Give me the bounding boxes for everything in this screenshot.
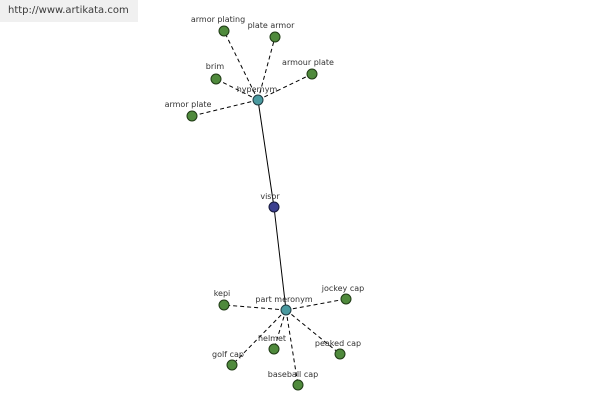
edge-hypernym-armour-plate	[257, 73, 313, 101]
labels: visor hypernym part meronym armor platin…	[165, 15, 365, 379]
edge-part-meronym-kepi	[223, 304, 287, 311]
edge-visor-part-meronym	[273, 206, 287, 311]
edge-part-meronym-baseball-cap	[285, 309, 299, 386]
edge-part-meronym-jockey-cap	[285, 298, 347, 311]
edge-hypernym-armor-plating	[223, 30, 259, 101]
node-peaked-cap[interactable]	[334, 348, 346, 360]
node-armor-plating[interactable]	[218, 25, 230, 37]
node-armor-plate[interactable]	[186, 110, 198, 122]
node-brim[interactable]	[210, 73, 222, 85]
label-kepi: kepi	[214, 289, 231, 298]
node-visor[interactable]	[268, 201, 280, 213]
label-hypernym: hypernym	[237, 85, 278, 94]
edge-hypernym-brim	[215, 78, 259, 101]
label-brim: brim	[206, 62, 225, 71]
label-plate-armor: plate armor	[248, 21, 296, 30]
label-armor-plating: armor plating	[191, 15, 245, 24]
edge-hypernym-plate-armor	[257, 36, 276, 101]
label-helmet: helmet	[258, 334, 286, 343]
edge-hypernym-armor-plate	[191, 99, 259, 117]
nodes	[186, 25, 352, 391]
edges	[191, 30, 347, 386]
node-kepi[interactable]	[218, 299, 230, 311]
node-part-meronym[interactable]	[280, 304, 292, 316]
node-plate-armor[interactable]	[269, 31, 281, 43]
label-visor: visor	[260, 192, 280, 201]
node-jockey-cap[interactable]	[340, 293, 352, 305]
label-part-meronym: part meronym	[255, 295, 312, 304]
label-armor-plate: armor plate	[165, 100, 212, 109]
edge-part-meronym-golf-cap	[231, 309, 287, 366]
label-peaked-cap: peaked cap	[315, 339, 361, 348]
watermark-link[interactable]: http://www.artikata.com	[0, 0, 138, 22]
node-armour-plate[interactable]	[306, 68, 318, 80]
label-armour-plate: armour plate	[282, 58, 334, 67]
label-baseball-cap: baseball cap	[268, 370, 318, 379]
node-golf-cap[interactable]	[226, 359, 238, 371]
node-baseball-cap[interactable]	[292, 379, 304, 391]
edge-part-meronym-peaked-cap	[285, 309, 341, 355]
label-jockey-cap: jockey cap	[321, 284, 364, 293]
node-hypernym[interactable]	[252, 94, 264, 106]
edge-visor-hypernym	[257, 99, 275, 208]
node-helmet[interactable]	[268, 343, 280, 355]
label-golf-cap: golf cap	[212, 350, 244, 359]
